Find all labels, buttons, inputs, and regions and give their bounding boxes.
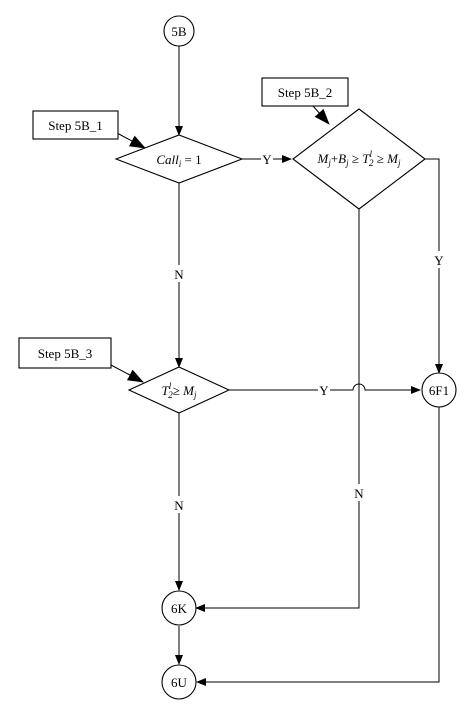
edge-6f1-to-6u [196, 407, 440, 686]
node-6f1: 6F1 [421, 372, 457, 408]
node-5b-label: 5B [171, 24, 187, 39]
step-box-5b-1-label: Step 5B_1 [48, 118, 103, 133]
edge-label-d2-no: N [352, 484, 366, 501]
callout-arrow-step1 [116, 132, 146, 149]
step-box-5b-1: Step 5B_1 [32, 110, 119, 140]
decision-call-label: Calli = 1 [156, 152, 201, 169]
svg-text:Y: Y [434, 253, 444, 268]
edge-label-d1-yes: Y [261, 150, 273, 167]
step-box-5b-3-label: Step 5B_3 [38, 346, 93, 361]
edge-d3-yes-to-6f1 [229, 383, 421, 394]
svg-text:N: N [174, 498, 184, 513]
callout-arrow-step3 [110, 364, 144, 383]
node-6k: 6K [161, 590, 197, 626]
svg-text:N: N [354, 486, 364, 501]
edge-label-d3-yes: Y [318, 381, 330, 398]
callout-arrow-step2 [312, 105, 330, 125]
edge-label-d3-no: N [172, 496, 186, 513]
step-box-5b-2-label: Step 5B_2 [278, 85, 333, 100]
svg-text:N: N [174, 267, 184, 282]
node-6u: 6U [161, 664, 197, 700]
step-box-5b-2: Step 5B_2 [261, 77, 349, 107]
node-6f1-label: 6F1 [429, 383, 449, 398]
svg-text:Y: Y [319, 383, 329, 398]
node-6u-label: 6U [171, 675, 188, 690]
edge-d2-yes-to-6f1 [425, 158, 443, 374]
edge-label-d2-yes: Y [433, 251, 445, 268]
node-5b: 5B [163, 15, 195, 47]
svg-text:Y: Y [262, 152, 272, 167]
node-6k-label: 6K [171, 601, 188, 616]
step-box-5b-3: Step 5B_3 [18, 337, 112, 369]
edge-label-d1-no: N [172, 265, 186, 282]
edge-d2-no-to-6k [195, 209, 360, 612]
decision-call: Calli = 1 [114, 134, 244, 184]
